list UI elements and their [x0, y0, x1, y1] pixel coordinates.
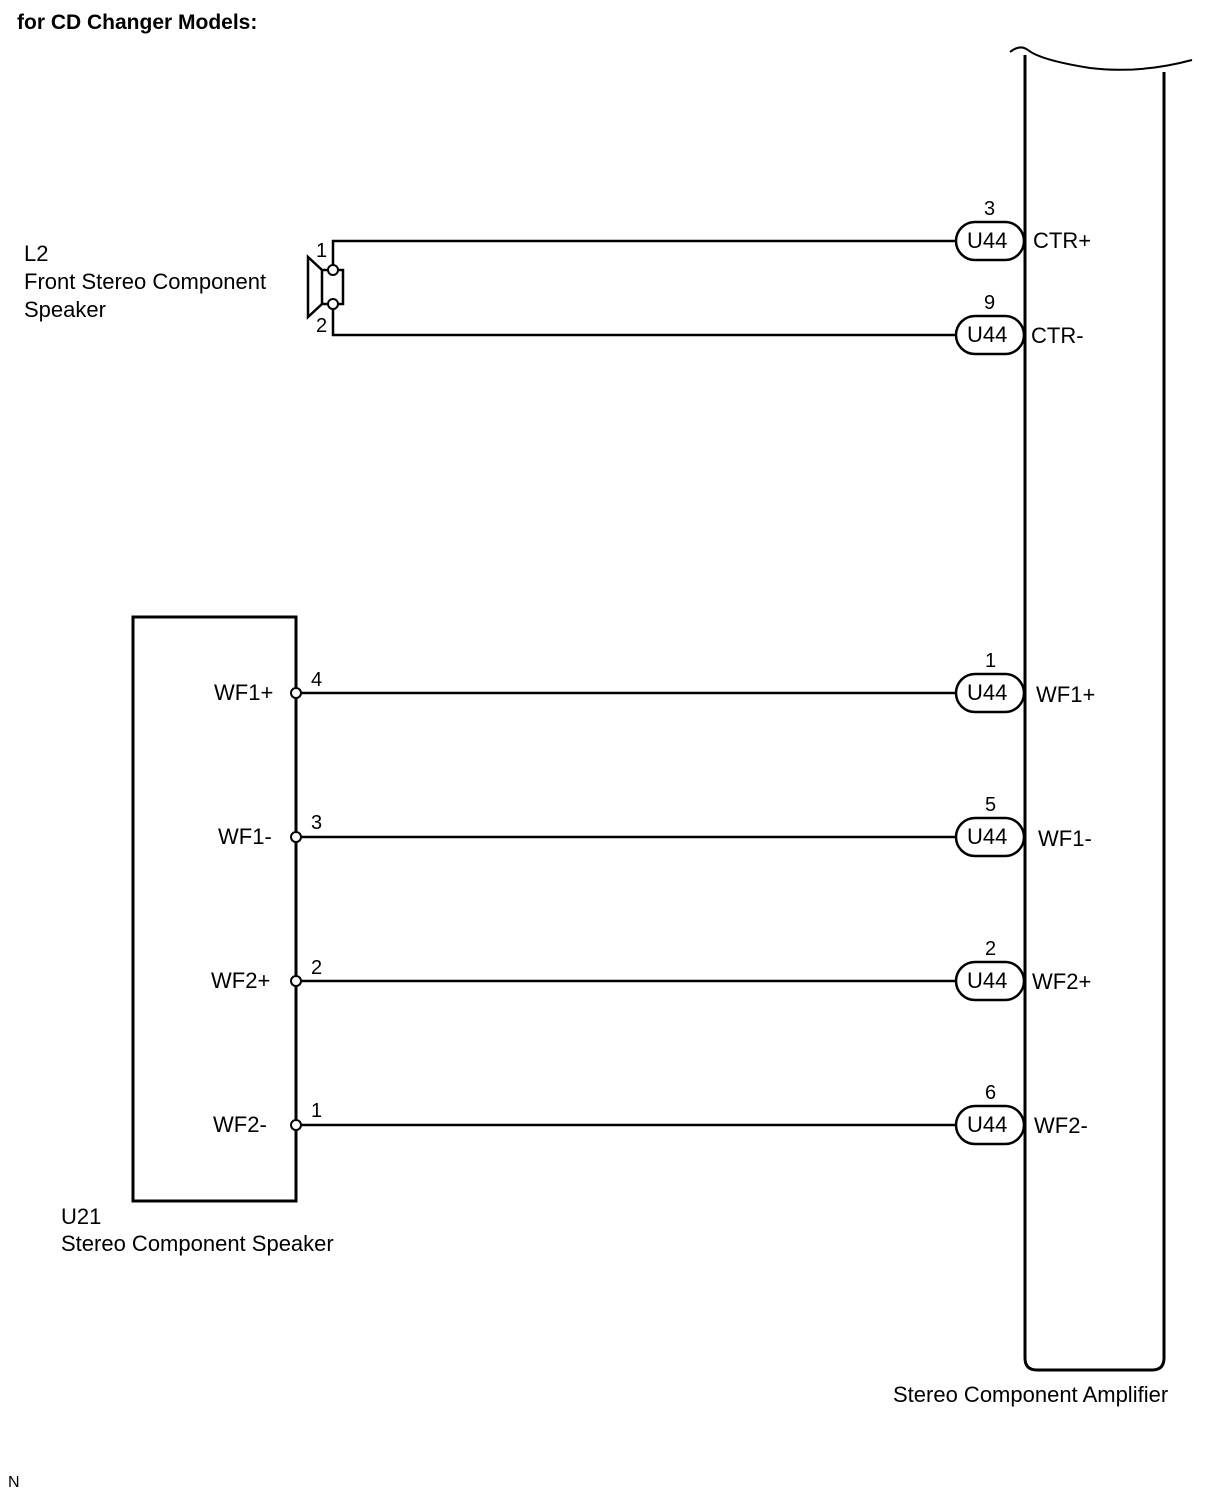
amp-pin-label: 1	[985, 650, 997, 672]
amp-pin-label: 5	[985, 794, 997, 816]
connector-name: U44	[967, 680, 1008, 705]
amp-pin-label: 6	[985, 1082, 997, 1104]
l2-id: L2	[24, 241, 49, 266]
l2-name-line1: Front Stereo Component	[24, 269, 267, 294]
l2-pin-1-terminal	[327, 264, 339, 276]
u21-terminal-name: WF1-	[218, 824, 272, 849]
diagram-title: for CD Changer Models:	[17, 11, 258, 34]
u21-terminal-name: WF2+	[211, 968, 271, 993]
amplifier-body	[1009, 46, 1193, 1372]
amp-pin-label: 3	[984, 198, 996, 220]
l2-speaker-icon	[306, 254, 345, 320]
amp-pin-label: 9	[984, 292, 996, 314]
amplifier-name: Stereo Component Amplifier	[893, 1382, 1169, 1407]
u21-pin-label: 3	[311, 812, 323, 834]
u21-pin-label: 2	[311, 957, 323, 979]
u21-pin-label: 4	[311, 669, 323, 691]
amp-terminal-name: WF1+	[1036, 682, 1096, 707]
l2-pin-2-label: 2	[316, 315, 328, 337]
connector-oval	[954, 314, 1026, 356]
connector-name: U44	[967, 228, 1008, 253]
amp-terminal-name: CTR-	[1031, 323, 1084, 348]
connector-oval	[954, 960, 1026, 1002]
l2-name-line2: Speaker	[24, 297, 106, 322]
u21-terminal-name: WF1+	[214, 680, 274, 705]
u21-id: U21	[61, 1204, 102, 1229]
connector-name: U44	[967, 322, 1008, 347]
amp-terminal-name: CTR+	[1033, 228, 1092, 253]
connector-oval	[954, 1104, 1026, 1146]
amp-terminal-name: WF2-	[1034, 1113, 1088, 1138]
l2-pin-1-label: 1	[316, 240, 328, 262]
u21-body	[131, 615, 298, 1203]
connector-name: U44	[967, 968, 1008, 993]
wf-wires	[296, 691, 956, 1127]
footer-code: N	[8, 1474, 20, 1491]
connector-name: U44	[967, 1112, 1008, 1137]
amp-terminal-name: WF2+	[1032, 969, 1092, 994]
ctr-wires	[331, 239, 956, 337]
u21-name: Stereo Component Speaker	[61, 1231, 334, 1256]
amp-terminal-name: WF1-	[1038, 826, 1092, 851]
u21-pin-label: 1	[311, 1100, 323, 1122]
u21-pin-4-terminal	[290, 687, 302, 699]
connector-oval	[954, 220, 1026, 262]
amp-pin-label: 2	[985, 938, 997, 960]
u21-pin-2-terminal	[290, 975, 302, 987]
u21-pin-3-terminal	[290, 831, 302, 843]
l2-pin-2-terminal	[327, 298, 339, 310]
u21-terminal-name: WF2-	[213, 1112, 267, 1137]
connector-oval	[954, 816, 1026, 858]
connector-oval	[954, 672, 1026, 714]
u21-pin-1-terminal	[290, 1119, 302, 1131]
connector-name: U44	[967, 824, 1008, 849]
